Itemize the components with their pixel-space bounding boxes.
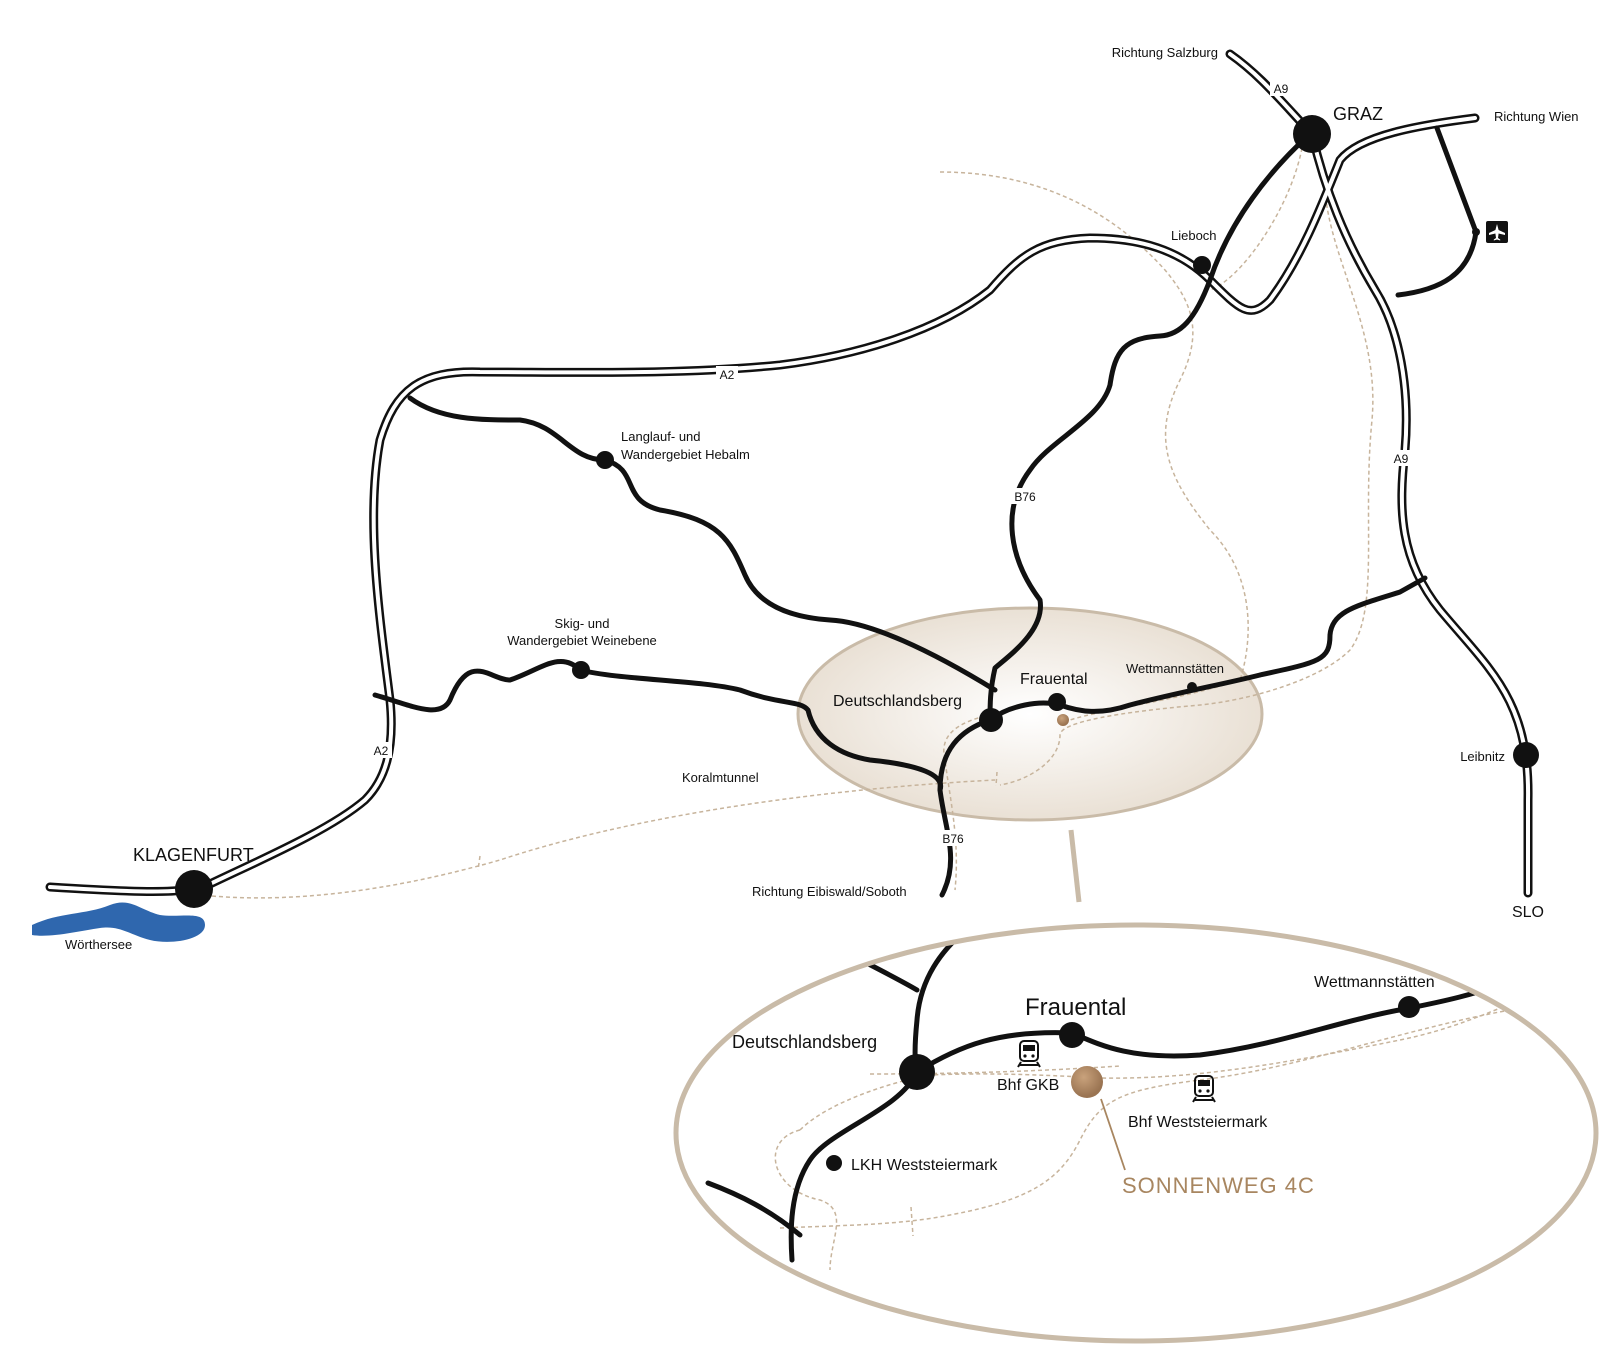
place-markers [175, 115, 1539, 908]
shield-b76-south: B76 [942, 832, 964, 846]
label-klagenfurt: KLAGENFURT [133, 845, 254, 865]
label-hebalm-2: Wandergebiet Hebalm [621, 447, 750, 462]
label-deutschlandsberg: Deutschlandsberg [833, 693, 962, 710]
inset-label-deutschlandsberg: Deutschlandsberg [732, 1032, 877, 1052]
shield-a2-north: A2 [720, 368, 735, 382]
road-shields: A9 A9 A2 A2 B76 B76 [370, 80, 1412, 846]
label-weinebene-1: Skig- und [555, 616, 610, 631]
main-roads [372, 125, 1479, 898]
inset-location-pointer [1100, 1098, 1126, 1171]
zoom-area [796, 606, 1264, 822]
shield-a9-south: A9 [1394, 452, 1409, 466]
leibnitz-marker [1513, 742, 1539, 768]
inset-label-frauental: Frauental [1025, 994, 1126, 1021]
inset-lkh-marker [826, 1155, 842, 1171]
inset-label-sonnenweg: SONNENWEG 4C [1122, 1173, 1315, 1198]
label-graz: GRAZ [1333, 104, 1383, 124]
overview-labels: Richtung Salzburg GRAZ Richtung Wien Lie… [65, 45, 1579, 952]
weinebene-marker [572, 661, 590, 679]
inset-road-east [914, 982, 1503, 1075]
frauental-marker [1048, 693, 1066, 711]
inset-frauental-marker [1059, 1022, 1085, 1048]
inset-background [676, 925, 1596, 1341]
railway-lines [211, 147, 1374, 899]
train-icon [1017, 1040, 1041, 1068]
label-woerthersee: Wörthersee [65, 937, 132, 952]
label-richtung-salzburg: Richtung Salzburg [1112, 45, 1218, 60]
label-richtung-wien: Richtung Wien [1494, 109, 1579, 124]
sonnenweg-marker [1057, 714, 1069, 726]
shield-a9-north: A9 [1274, 82, 1289, 96]
airport-icon [1486, 221, 1508, 243]
rail-koralm-tick [477, 855, 481, 871]
inset-frame [673, 922, 1599, 1344]
inset-deutschlandsberg-marker [899, 1054, 935, 1090]
deutschlandsberg-marker [979, 708, 1003, 732]
road-airport-spur [1395, 125, 1479, 298]
label-leibnitz: Leibnitz [1460, 749, 1505, 764]
wettmannstaetten-marker [1187, 682, 1197, 692]
inset-road-west [705, 1180, 803, 1238]
zoom-connector [1068, 829, 1082, 903]
label-koralmtunnel: Koralmtunnel [682, 770, 759, 785]
graz-marker [1293, 115, 1331, 153]
label-frauental: Frauental [1020, 671, 1088, 688]
rail-graz-frauental-1 [939, 171, 1249, 721]
hebalm-marker [596, 451, 614, 469]
road-b76-north [987, 131, 1313, 723]
rail-zoom-tick [995, 771, 998, 787]
train-icon [1192, 1075, 1216, 1103]
inset-label-bhf-gkb: Bhf GKB [997, 1077, 1059, 1094]
rail-graz-frauental-2 [1209, 147, 1303, 291]
motorways [45, 49, 1533, 898]
rail-koralm [211, 779, 996, 899]
woerthersee-lake [32, 902, 205, 942]
rail-graz-east [999, 189, 1374, 786]
inset-wettmannstaetten-marker [1398, 996, 1420, 1018]
shield-a2-west: A2 [374, 744, 389, 758]
shield-b76-north: B76 [1014, 490, 1036, 504]
inset-label-lkh: LKH Weststeiermark [851, 1157, 998, 1174]
airport-spur-marker [1472, 228, 1480, 236]
label-wettmannstaetten: Wettmannstätten [1126, 661, 1224, 676]
label-weinebene-2: Wandergebiet Weinebene [507, 633, 657, 648]
label-hebalm-1: Langlauf- und [621, 429, 701, 444]
klagenfurt-marker [175, 870, 213, 908]
road-hebalm [407, 395, 998, 693]
inset-content: Deutschlandsberg Frauental Wettmannstätt… [705, 925, 1521, 1271]
label-richtung-eibiswald: Richtung Eibiswald/Soboth [752, 884, 907, 899]
inset-label-wettmannstaetten: Wettmannstätten [1314, 974, 1435, 991]
inset-label-bhf-weststeiermark: Bhf Weststeiermark [1128, 1114, 1268, 1131]
lieboch-marker [1193, 256, 1211, 274]
label-slo: SLO [1512, 904, 1544, 921]
inset-sonnenweg-marker [1071, 1066, 1103, 1098]
road-weinebene [372, 658, 944, 793]
label-lieboch: Lieboch [1171, 228, 1217, 243]
